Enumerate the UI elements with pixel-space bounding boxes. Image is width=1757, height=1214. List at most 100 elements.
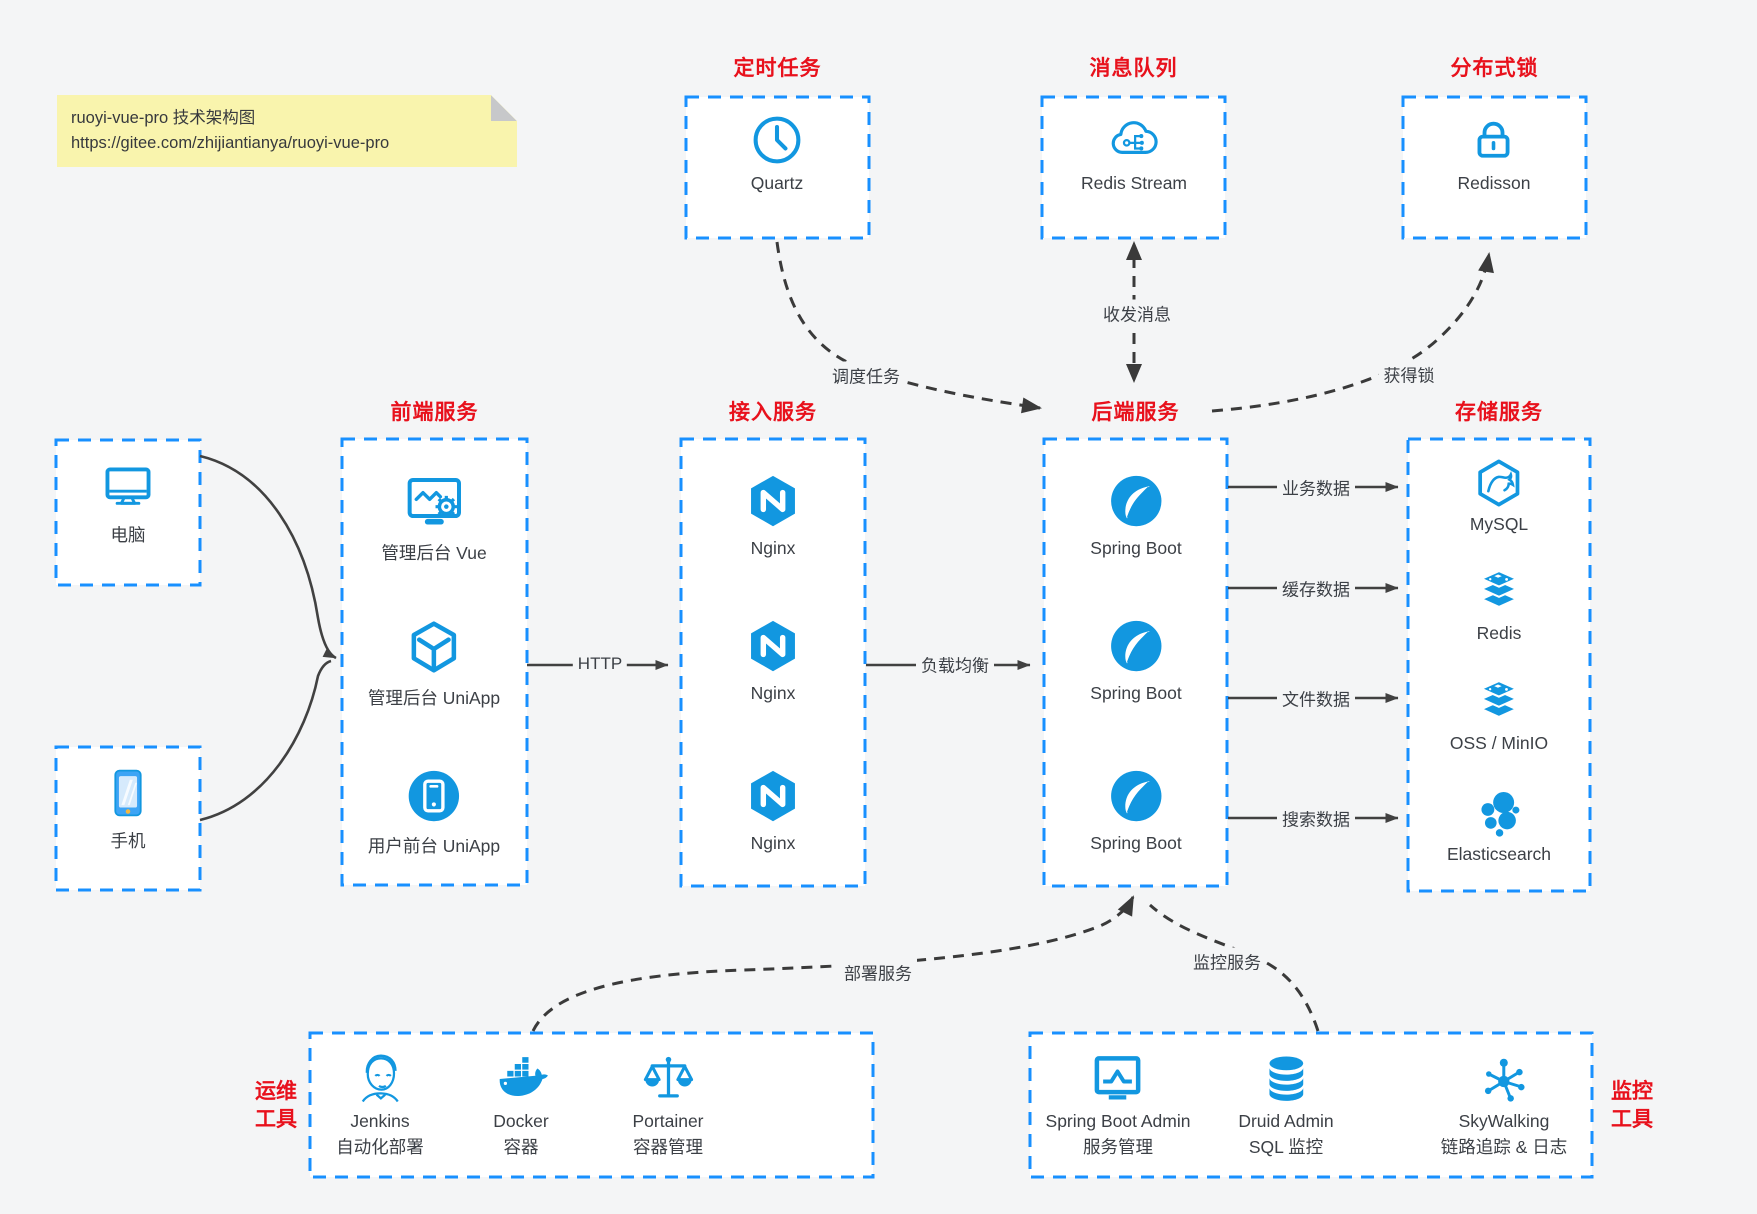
redis-stack-icon — [1471, 674, 1527, 730]
item-portainer: Portainer 容器管理 — [632, 1049, 704, 1159]
edge-label-business-data: 业务数据 — [1277, 473, 1355, 501]
item-name: Druid Admin — [1238, 1111, 1334, 1131]
item-label: Spring Boot — [1090, 833, 1182, 853]
item-name: SkyWalking — [1458, 1111, 1550, 1131]
item-redisson: Redisson — [1457, 113, 1531, 194]
item-label: Nginx — [750, 833, 796, 853]
item-spring-boot-admin: Spring Boot Admin 服务管理 — [1045, 1049, 1191, 1159]
item-redis: Redis — [1471, 564, 1527, 644]
admin-monitor-gear-icon — [402, 470, 466, 534]
redis-stack-icon — [1471, 564, 1527, 620]
note-url: https://gitee.com/zhijiantianya/ruoyi-vu… — [71, 133, 390, 152]
edge-label-load-balance: 负载均衡 — [916, 650, 994, 678]
edge-label-acquire-lock: 获得锁 — [1378, 360, 1440, 388]
item-label: 管理后台 UniApp — [367, 688, 501, 708]
item-docker: Docker 容器 — [491, 1049, 551, 1159]
item-label: Redis Stream — [1080, 173, 1188, 193]
title-ops-tools: 运维 工具 — [255, 1080, 297, 1132]
nginx-icon — [742, 765, 804, 827]
edge-label-monitor-service: 监控服务 — [1188, 947, 1266, 975]
cloud-mq-icon — [1106, 113, 1162, 167]
item-springboot-3: Spring Boot — [1090, 765, 1182, 854]
item-admin-vue: 管理后台 Vue — [381, 470, 487, 565]
item-label: MySQL — [1469, 514, 1529, 534]
item-nginx-2: Nginx — [742, 615, 804, 704]
docker-icon — [491, 1049, 551, 1109]
database-icon — [1256, 1049, 1316, 1109]
edge-label-send-receive-message: 收发消息 — [1098, 299, 1176, 327]
edge-label-deploy-service: 部署服务 — [839, 958, 917, 986]
item-oss-minio: OSS / MinIO — [1450, 674, 1548, 754]
item-skywalking: SkyWalking 链路追踪 & 日志 — [1441, 1049, 1567, 1159]
item-label: 用户前台 UniApp — [367, 836, 501, 856]
item-label: Nginx — [750, 538, 796, 558]
item-nginx-3: Nginx — [742, 765, 804, 854]
title-scheduled-job: 定时任务 — [733, 57, 822, 80]
title-frontend: 前端服务 — [390, 401, 479, 424]
title-message-queue: 消息队列 — [1089, 57, 1178, 80]
item-name: Docker — [493, 1111, 549, 1131]
item-jenkins: Jenkins 自动化部署 — [336, 1049, 424, 1159]
smartphone-icon — [99, 764, 157, 822]
edge-label-search-data: 搜索数据 — [1277, 804, 1355, 832]
title-access: 接入服务 — [729, 401, 817, 424]
item-desc: SQL 监控 — [1248, 1137, 1324, 1157]
spring-boot-icon — [1105, 615, 1167, 677]
item-label: Spring Boot — [1090, 538, 1182, 558]
jenkins-icon — [350, 1049, 410, 1109]
item-desc: 链路追踪 & 日志 — [1440, 1137, 1568, 1157]
network-nodes-icon — [1474, 1049, 1534, 1109]
monitor-chart-icon — [1088, 1049, 1148, 1109]
item-user-uniapp: 用户前台 UniApp — [368, 765, 500, 858]
lock-icon — [1467, 113, 1521, 167]
item-springboot-2: Spring Boot — [1090, 615, 1182, 704]
title-storage: 存储服务 — [1455, 401, 1543, 424]
edge-label-schedule-job: 调度任务 — [827, 361, 905, 389]
nginx-icon — [742, 615, 804, 677]
edge-label-cache-data: 缓存数据 — [1277, 574, 1355, 602]
edge-label-file-data: 文件数据 — [1277, 684, 1355, 712]
edge-label-http: HTTP — [572, 653, 628, 675]
item-label: Elasticsearch — [1446, 844, 1552, 864]
item-label: Redis — [1476, 623, 1522, 643]
note-title: ruoyi-vue-pro 技术架构图 — [71, 109, 256, 127]
item-computer: 电脑 — [99, 458, 157, 547]
spring-boot-icon — [1105, 765, 1167, 827]
item-name: Jenkins — [350, 1111, 410, 1131]
item-redis-stream: Redis Stream — [1081, 113, 1187, 194]
item-phone: 手机 — [99, 764, 157, 853]
item-druid-admin: Druid Admin SQL 监控 — [1238, 1049, 1334, 1159]
spring-boot-icon — [1105, 470, 1167, 532]
phone-circle-icon — [403, 765, 465, 827]
item-desc: 容器管理 — [632, 1137, 703, 1157]
sticky-note: ruoyi-vue-pro 技术架构图 https://gitee.com/zh… — [57, 95, 517, 167]
item-label: 手机 — [110, 831, 146, 851]
cube-icon — [402, 615, 466, 679]
item-desc: 容器 — [503, 1137, 539, 1157]
item-label: Quartz — [750, 173, 804, 193]
item-nginx-1: Nginx — [742, 470, 804, 559]
title-distributed-lock: 分布式锁 — [1450, 57, 1539, 80]
item-name: Spring Boot Admin — [1045, 1111, 1191, 1131]
item-label: 电脑 — [110, 525, 146, 545]
clock-icon — [750, 113, 804, 167]
nginx-icon — [742, 470, 804, 532]
item-quartz: Quartz — [750, 113, 804, 194]
item-label: Spring Boot — [1090, 683, 1182, 703]
scales-icon — [638, 1049, 698, 1109]
desktop-computer-icon — [99, 458, 157, 516]
item-label: Redisson — [1457, 173, 1531, 193]
item-mysql: MySQL — [1470, 455, 1528, 535]
item-elasticsearch: Elasticsearch — [1447, 785, 1551, 865]
title-backend: 后端服务 — [1091, 401, 1180, 424]
item-springboot-1: Spring Boot — [1090, 470, 1182, 559]
item-label: OSS / MinIO — [1449, 733, 1549, 753]
title-monitor-tools: 监控 工具 — [1611, 1080, 1653, 1132]
item-desc: 自动化部署 — [336, 1137, 424, 1157]
item-label: Nginx — [750, 683, 796, 703]
item-name: Portainer — [632, 1111, 704, 1131]
item-desc: 服务管理 — [1082, 1137, 1153, 1157]
elasticsearch-icon — [1471, 785, 1527, 841]
item-label: 管理后台 Vue — [381, 543, 487, 563]
